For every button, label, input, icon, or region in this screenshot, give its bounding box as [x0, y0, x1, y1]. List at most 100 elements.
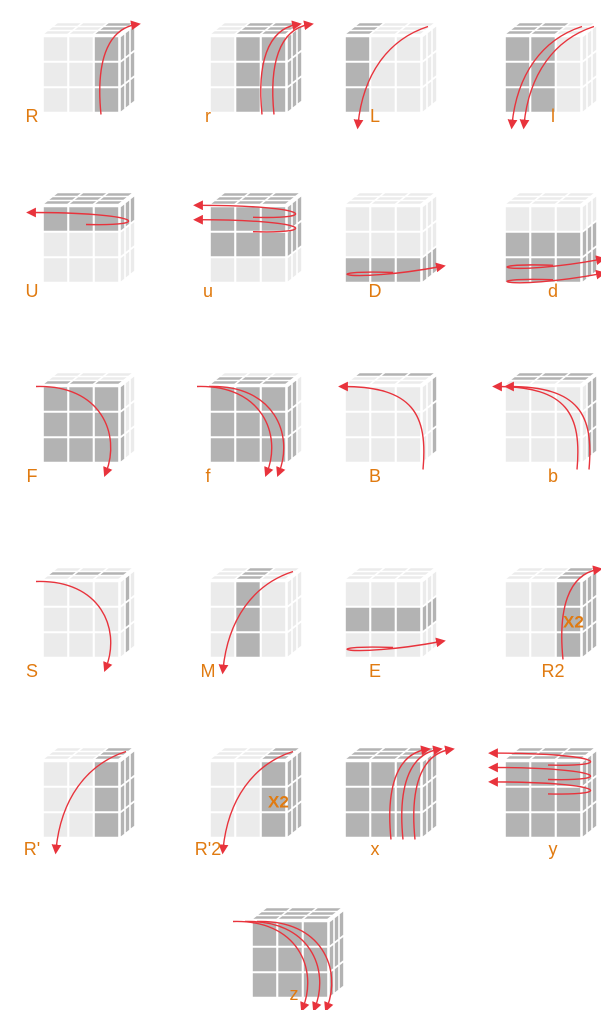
- cube-sticker: [287, 434, 292, 463]
- cube-sticker: [592, 220, 597, 250]
- cube-sticker: [556, 812, 581, 838]
- cube-sticker: [219, 567, 250, 572]
- cube-sticker: [530, 380, 560, 385]
- cube-sticker: [370, 36, 396, 62]
- cube-sticker: [43, 761, 68, 787]
- cube-sticker: [505, 206, 530, 232]
- cube-sticker: [235, 437, 261, 463]
- cube-sticker: [556, 206, 581, 232]
- cube-sticker: [370, 581, 396, 607]
- cube-sticker: [261, 206, 286, 232]
- cube-sticker: [292, 805, 297, 834]
- cube-sticker: [261, 257, 286, 283]
- cube-sticker: [592, 50, 597, 80]
- cube-sticker: [587, 224, 592, 254]
- cube-sticker: [354, 22, 385, 27]
- cube-sticker: [260, 200, 291, 205]
- arrow-up-icon: [389, 745, 431, 840]
- cube-sticker: [120, 783, 125, 813]
- cube-sticker: [130, 195, 135, 224]
- cube-sticker: [292, 250, 297, 279]
- cube-sticker: [380, 567, 410, 572]
- cube-sticker: [582, 254, 587, 283]
- cube-sticker: [94, 386, 119, 412]
- cube-sticker: [505, 607, 530, 632]
- cube-sticker: [565, 567, 596, 572]
- cube-sticker: [339, 961, 344, 990]
- arrow-up-icon: [561, 565, 601, 660]
- cube-sticker: [370, 257, 396, 283]
- cube-sticker: [261, 632, 286, 658]
- arrow-down-icon: [218, 750, 294, 855]
- cube-sticker: [345, 36, 370, 62]
- cube-sticker: [530, 87, 556, 113]
- cube-sticker: [261, 907, 292, 912]
- cube-sticker: [504, 30, 535, 35]
- arrow-up-icon: [272, 20, 314, 115]
- arrow-down-icon: [218, 570, 294, 675]
- cube-sticker: [432, 621, 437, 650]
- cube-sticker: [297, 25, 302, 54]
- move-cell: d: [504, 192, 601, 301]
- cube-sticker: [565, 372, 596, 377]
- cube-sticker: [130, 50, 135, 80]
- arrow-counterclockwise-icon: [338, 381, 425, 470]
- cube-sticker: [370, 200, 400, 205]
- cube-sticker: [125, 779, 130, 809]
- cube-sticker: [329, 918, 334, 947]
- cube-sticker: [130, 775, 135, 805]
- move-label: y: [549, 839, 558, 859]
- cube-sticker: [395, 755, 426, 760]
- cube-sticker: [287, 783, 292, 813]
- cube-sticker: [349, 196, 380, 201]
- cube-sticker: [68, 30, 98, 35]
- cube-sticker: [287, 809, 292, 838]
- cube-sticker: [530, 232, 556, 257]
- cube-sticker: [396, 581, 421, 607]
- cube-sticker: [287, 603, 292, 633]
- cube-sticker: [68, 755, 98, 760]
- move-cell: M: [201, 567, 302, 681]
- cube-sticker: [380, 22, 410, 27]
- cube-sticker: [210, 62, 235, 87]
- cube-sticker: [344, 575, 375, 580]
- cube-sticker: [287, 228, 292, 258]
- cube-sticker: [93, 755, 124, 760]
- cube-sticker: [422, 783, 427, 813]
- cube-sticker: [504, 380, 535, 385]
- cube-sticker: [505, 87, 530, 113]
- cube-sticker: [530, 412, 556, 437]
- cube-sticker: [370, 412, 396, 437]
- arrow-clockwise-icon: [35, 385, 113, 478]
- cube-sticker: [260, 575, 291, 580]
- cube-sticker: [210, 87, 235, 113]
- cube-sticker: [405, 567, 436, 572]
- cube-sticker: [292, 404, 297, 434]
- cube-sticker: [94, 581, 119, 607]
- arrow-right-icon: [506, 255, 601, 270]
- arrow-up-icon: [413, 745, 455, 840]
- cube-sticker: [68, 632, 94, 658]
- cube-sticker: [400, 196, 431, 201]
- cube-sticker: [556, 62, 581, 87]
- arrow-right-icon: [506, 269, 601, 284]
- cube-sticker: [287, 58, 292, 88]
- cube-sticker: [505, 632, 530, 658]
- cube-sticker: [287, 578, 292, 607]
- cube-sticker: [422, 254, 427, 283]
- cube-sticker: [349, 571, 380, 576]
- cube-sticker: [297, 595, 302, 625]
- cube-sticker: [427, 199, 432, 228]
- arrow-left-icon: [193, 200, 297, 219]
- cube-sticker: [261, 812, 286, 838]
- cube-sticker: [540, 22, 570, 27]
- cube-sticker: [235, 206, 261, 232]
- cube-sticker: [287, 629, 292, 658]
- cube-sticker: [370, 607, 396, 632]
- cube-sticker: [345, 232, 370, 257]
- cube-sticker: [287, 408, 292, 438]
- cube-sticker: [219, 372, 250, 377]
- cube-sticker: [219, 22, 250, 27]
- cube-sticker: [422, 809, 427, 838]
